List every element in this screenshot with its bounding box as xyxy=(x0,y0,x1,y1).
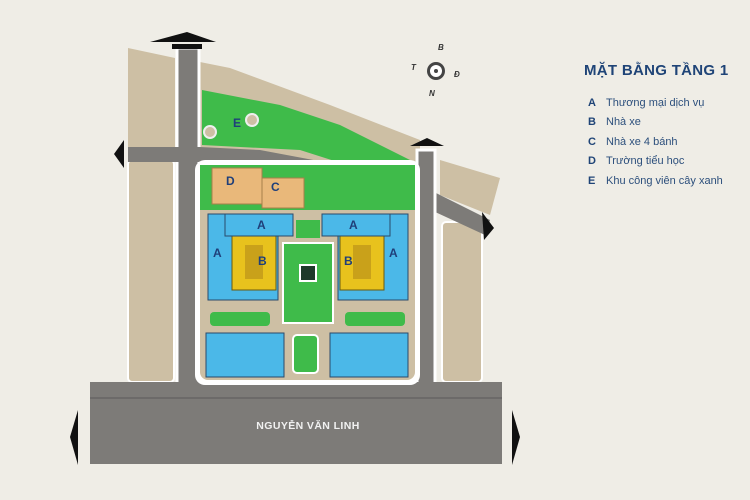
legend-label: Trường tiểu học xyxy=(606,155,685,168)
legend-list: A Thương mại dịch vụ B Nhà xe C Nhà xe 4 bá… xyxy=(584,93,729,191)
legend-title: MẶT BẰNG TẦNG 1 xyxy=(584,62,729,79)
zone-school-label: D xyxy=(226,174,235,188)
compass-east-label: Đ xyxy=(454,70,460,79)
zone-parking-4w-label: C xyxy=(271,180,280,194)
compass-south-label: B xyxy=(438,43,444,52)
legend-item: A Thương mại dịch vụ xyxy=(584,93,729,113)
tower-bottom-right xyxy=(329,332,409,378)
legend-label: Nhà xe 4 bánh xyxy=(606,135,678,148)
arrow-northeast-icon xyxy=(410,138,444,146)
legend-item: D Trường tiểu học xyxy=(584,152,729,172)
legend-label: Thương mại dịch vụ xyxy=(606,96,705,109)
legend-label: Khu công viên cây xanh xyxy=(606,174,723,187)
arrow-west-icon xyxy=(114,140,124,168)
compass-north-label: N xyxy=(429,89,435,98)
arrow-southeast-icon xyxy=(512,410,520,465)
arrow-southwest-icon xyxy=(70,410,78,465)
legend-item: C Nhà xe 4 bánh xyxy=(584,132,729,152)
compass-west-label: T xyxy=(411,63,416,72)
legend: MẶT BẰNG TẦNG 1 A Thương mại dịch vụ B Nhà… xyxy=(584,62,729,191)
zone-parking-left-label: B xyxy=(258,254,267,268)
land-parcel-northeast xyxy=(440,160,500,215)
central-plaza xyxy=(282,242,334,324)
zone-commercial-right-top-label: A xyxy=(349,218,358,232)
zone-commercial-right-side-label: A xyxy=(389,246,398,260)
road-nguyen-van-linh xyxy=(90,382,502,464)
zone-commercial-left-top-label: A xyxy=(257,218,266,232)
parking-4w-building xyxy=(261,177,305,209)
arrow-east-icon xyxy=(482,212,494,240)
legend-key: D xyxy=(588,155,596,168)
legend-item: E Khu công viên cây xanh xyxy=(584,171,729,191)
legend-item: B Nhà xe xyxy=(584,113,729,133)
legend-key: B xyxy=(588,116,596,129)
tower-bottom-left xyxy=(205,332,285,378)
legend-key: A xyxy=(588,96,596,109)
legend-key: C xyxy=(588,135,596,148)
land-parcel-east xyxy=(441,221,483,383)
road-name-label: NGUYỄN VĂN LINH xyxy=(256,420,360,432)
legend-key: E xyxy=(588,174,596,187)
zone-commercial-left-side-label: A xyxy=(213,246,222,260)
land-parcel-west xyxy=(127,159,175,383)
legend-label: Nhà xe xyxy=(606,116,641,129)
land-parcel-northwest xyxy=(128,48,175,148)
zone-parking-right-label: B xyxy=(344,254,353,268)
school-building xyxy=(211,167,263,205)
arrow-north-icon xyxy=(150,32,216,42)
zone-park-label: E xyxy=(233,116,242,130)
